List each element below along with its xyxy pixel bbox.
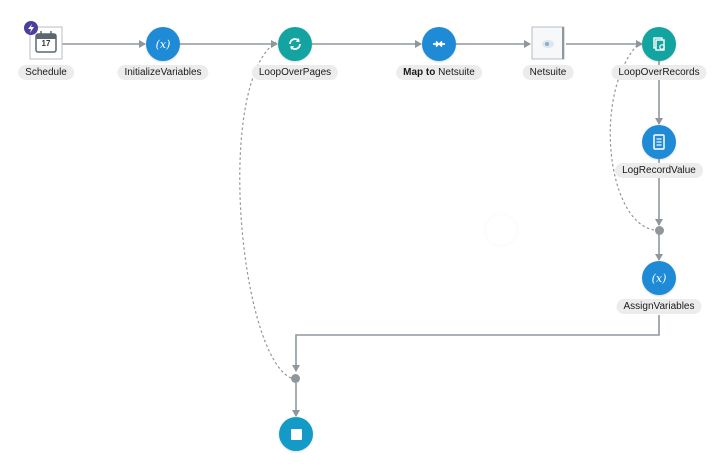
loop-records-join-dot[interactable] bbox=[655, 226, 664, 235]
map-to-netsuite-label[interactable]: Map to Netsuite bbox=[396, 65, 482, 80]
bolt-icon bbox=[24, 21, 38, 35]
map-icon bbox=[433, 40, 445, 48]
variable-icon: (x) bbox=[155, 37, 171, 51]
connector-assign-outer-join bbox=[292, 315, 660, 372]
assign-variables-node[interactable]: (x) bbox=[642, 261, 676, 295]
netsuite-icon bbox=[531, 26, 565, 60]
netsuite-node[interactable] bbox=[531, 26, 565, 60]
log-record-value-label[interactable]: LogRecordValue bbox=[615, 163, 703, 178]
map-to-netsuite-node[interactable] bbox=[422, 27, 456, 61]
calendar-day: 17 bbox=[41, 39, 51, 48]
log-icon bbox=[653, 134, 665, 150]
map-to-netsuite-label-bold: Map to bbox=[403, 67, 436, 78]
loop-pages-join-dot[interactable] bbox=[291, 374, 300, 383]
loop-icon bbox=[289, 38, 301, 50]
variable-icon: (x) bbox=[651, 271, 667, 285]
loop-over-pages-node[interactable] bbox=[278, 27, 312, 61]
netsuite-label[interactable]: Netsuite bbox=[522, 65, 574, 80]
loop-over-records-label[interactable]: LoopOverRecords bbox=[611, 65, 707, 80]
log-record-value-node[interactable] bbox=[642, 125, 676, 159]
loop-back-records bbox=[609, 41, 655, 231]
drag-handle-ghost bbox=[486, 215, 516, 245]
end-node[interactable] bbox=[279, 417, 313, 451]
schedule-node[interactable]: 17 bbox=[29, 26, 63, 60]
schedule-label[interactable]: Schedule bbox=[18, 65, 74, 80]
initialize-variables-node[interactable]: (x) bbox=[146, 27, 180, 61]
loop-over-pages-label[interactable]: LoopOverPages bbox=[251, 65, 339, 80]
map-to-netsuite-label-rest: Netsuite bbox=[438, 67, 475, 78]
loop-over-records-node[interactable] bbox=[642, 27, 676, 61]
loop-records-icon bbox=[653, 37, 665, 51]
initialize-variables-label[interactable]: InitializeVariables bbox=[117, 65, 209, 80]
loop-back-pages bbox=[239, 41, 292, 379]
stop-icon bbox=[290, 428, 302, 440]
calendar-icon bbox=[29, 26, 63, 60]
assign-variables-label[interactable]: AssignVariables bbox=[616, 299, 702, 314]
